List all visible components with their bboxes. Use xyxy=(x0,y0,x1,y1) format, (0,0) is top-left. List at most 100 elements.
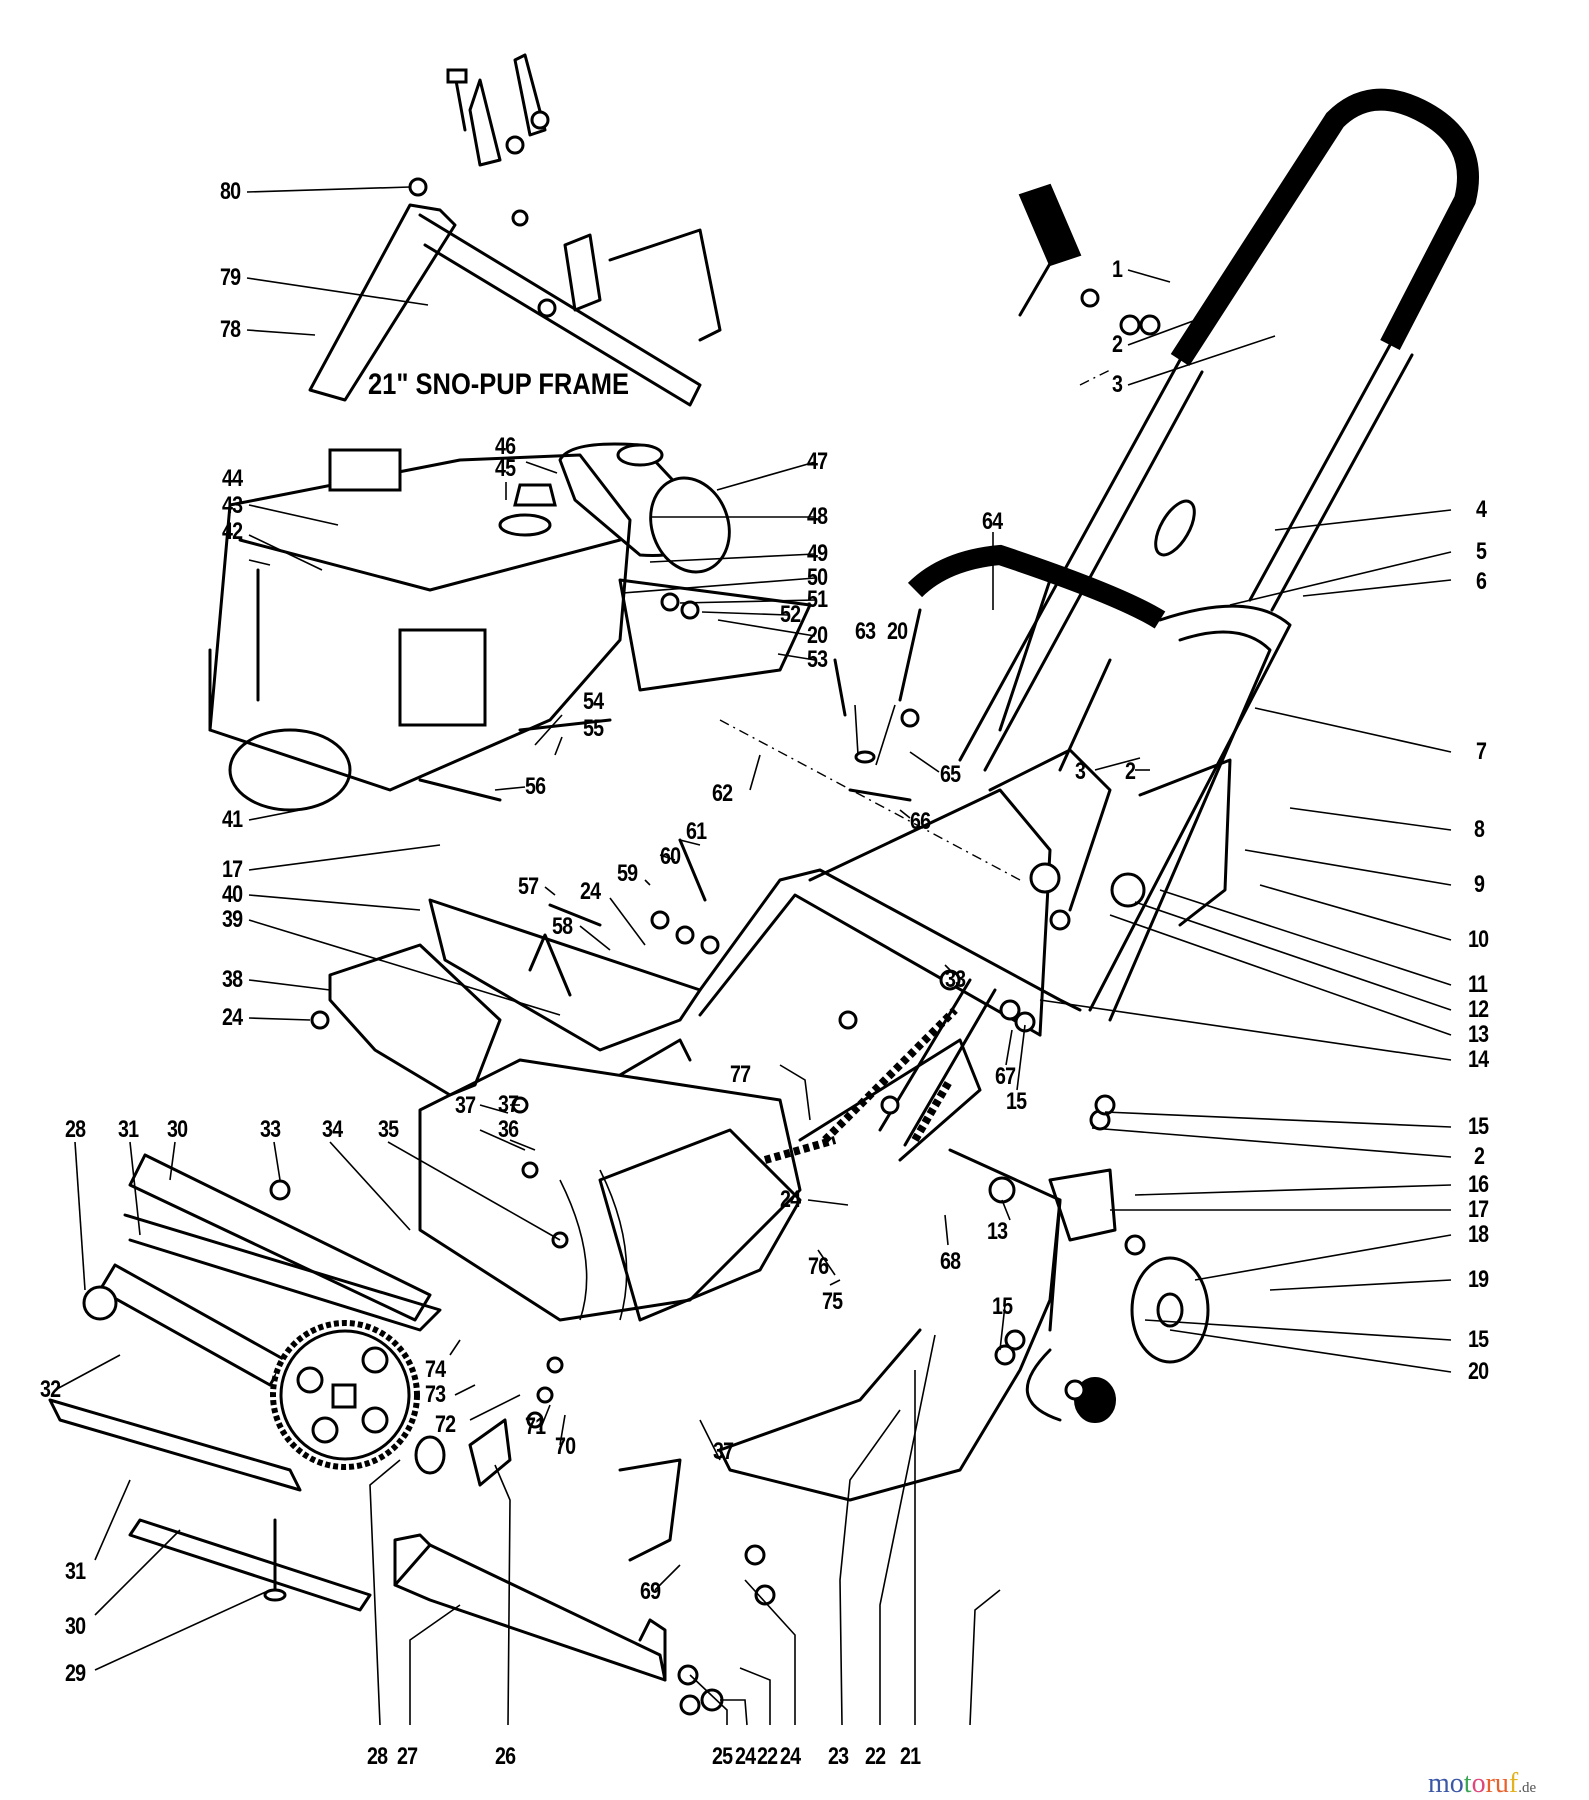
callout-label: 72 xyxy=(435,1411,456,1438)
callout-label: 2 xyxy=(1474,1143,1485,1170)
callout-label: 37 xyxy=(498,1091,519,1118)
callout-label: 60 xyxy=(660,843,681,870)
callout-label: 23 xyxy=(828,1743,849,1770)
callout-label: 46 xyxy=(495,433,516,460)
callout-label: 62 xyxy=(712,780,733,807)
callout-label: 24 xyxy=(780,1743,801,1770)
callout-label: 24 xyxy=(580,878,601,905)
callout-label: 30 xyxy=(65,1613,86,1640)
watermark-letter: t xyxy=(1463,1768,1472,1799)
callout-label: 48 xyxy=(807,503,828,530)
callout-label: 39 xyxy=(222,906,243,933)
handle-upper-part xyxy=(958,88,1479,772)
callout-label: 78 xyxy=(220,316,241,343)
callout-label: 66 xyxy=(910,808,931,835)
wheel-part xyxy=(1048,1168,1210,1423)
callout-label: 24 xyxy=(780,1186,801,1213)
callout-label: 71 xyxy=(525,1413,546,1440)
callout-label: 2 xyxy=(1112,331,1123,358)
callout-label: 26 xyxy=(495,1743,516,1770)
callout-label: 4 xyxy=(1476,496,1487,523)
callout-label: 24 xyxy=(735,1743,756,1770)
callout-label: 17 xyxy=(1468,1196,1489,1223)
callout-label: 44 xyxy=(222,465,243,492)
callout-label: 37 xyxy=(455,1092,476,1119)
callout-label: 20 xyxy=(887,618,908,645)
callout-label: 35 xyxy=(378,1116,399,1143)
callout-label: 63 xyxy=(855,618,876,645)
scraper-assembly-part xyxy=(48,1153,442,1612)
callout-label: 51 xyxy=(807,586,828,613)
callout-label: 18 xyxy=(1468,1221,1489,1248)
callout-label: 3 xyxy=(1075,758,1086,785)
callout-label: 36 xyxy=(498,1116,519,1143)
callout-label: 15 xyxy=(1468,1326,1489,1353)
callout-label: 65 xyxy=(940,761,961,788)
fuel-tank-part xyxy=(558,442,812,692)
callout-label: 79 xyxy=(220,264,241,291)
callout-label: 38 xyxy=(222,966,243,993)
callout-label: 25 xyxy=(712,1743,733,1770)
watermark-letter: r xyxy=(1485,1768,1495,1799)
sno-pup-frame-part xyxy=(308,53,722,407)
callout-label: 40 xyxy=(222,881,243,908)
hardware-part xyxy=(269,369,1146,1606)
callout-label: 33 xyxy=(945,966,966,993)
callout-label: 2 xyxy=(1125,758,1136,785)
leader-lines xyxy=(54,186,1452,1726)
callout-label: 31 xyxy=(65,1558,86,1585)
callout-label: 52 xyxy=(780,601,801,628)
watermark-letter: o xyxy=(1449,1768,1464,1799)
callout-label: 16 xyxy=(1468,1171,1489,1198)
callout-label: 55 xyxy=(583,715,604,742)
diagram-title: 21" SNO-PUP FRAME xyxy=(368,368,630,401)
motoruf-watermark-logo: motoruf.de xyxy=(1428,1770,1536,1798)
callout-label: 9 xyxy=(1474,871,1485,898)
skid-bracket-part xyxy=(393,1533,724,1716)
engine-part xyxy=(208,448,632,812)
callout-label: 80 xyxy=(220,178,241,205)
callout-label: 57 xyxy=(518,873,539,900)
callout-label: 8 xyxy=(1474,816,1485,843)
callout-label: 11 xyxy=(1468,971,1488,998)
callout-label: 22 xyxy=(757,1743,778,1770)
callout-label: 33 xyxy=(260,1116,281,1143)
callout-label: 47 xyxy=(807,448,828,475)
callout-label: 50 xyxy=(807,564,828,591)
callout-label: 76 xyxy=(808,1253,829,1280)
watermark-letter: o xyxy=(1471,1768,1486,1799)
callout-label: 17 xyxy=(222,856,243,883)
callout-label: 22 xyxy=(865,1743,886,1770)
callout-label: 59 xyxy=(617,860,638,887)
callout-label: 28 xyxy=(65,1116,86,1143)
callout-label: 30 xyxy=(167,1116,188,1143)
main-frame-part xyxy=(698,748,1232,1147)
callout-label: 20 xyxy=(1468,1358,1489,1385)
callout-label: 7 xyxy=(1476,738,1487,765)
callout-label: 77 xyxy=(730,1061,751,1088)
callout-label: 28 xyxy=(367,1743,388,1770)
drive-chain-part xyxy=(763,1007,958,1164)
callout-label: 5 xyxy=(1476,538,1487,565)
callout-label: 1 xyxy=(1112,256,1123,283)
callout-label: 43 xyxy=(222,492,243,519)
callout-label: 15 xyxy=(1006,1088,1027,1115)
watermark-letter: m xyxy=(1428,1768,1450,1799)
callout-label: 19 xyxy=(1468,1266,1489,1293)
callout-label: 20 xyxy=(807,622,828,649)
callout-label: 61 xyxy=(686,818,707,845)
callout-label: 42 xyxy=(222,518,243,545)
callout-label: 74 xyxy=(425,1356,446,1383)
callout-label: 15 xyxy=(992,1293,1013,1320)
callout-label: 53 xyxy=(807,646,828,673)
callout-label: 73 xyxy=(425,1381,446,1408)
callout-label: 75 xyxy=(822,1288,843,1315)
callout-label: 12 xyxy=(1468,996,1489,1023)
callout-label: 27 xyxy=(397,1743,418,1770)
callout-label: 69 xyxy=(640,1578,661,1605)
callout-label: 29 xyxy=(65,1660,86,1687)
callout-label: 58 xyxy=(552,913,573,940)
sprocket-part xyxy=(270,1320,512,1487)
callout-label: 14 xyxy=(1468,1046,1489,1073)
